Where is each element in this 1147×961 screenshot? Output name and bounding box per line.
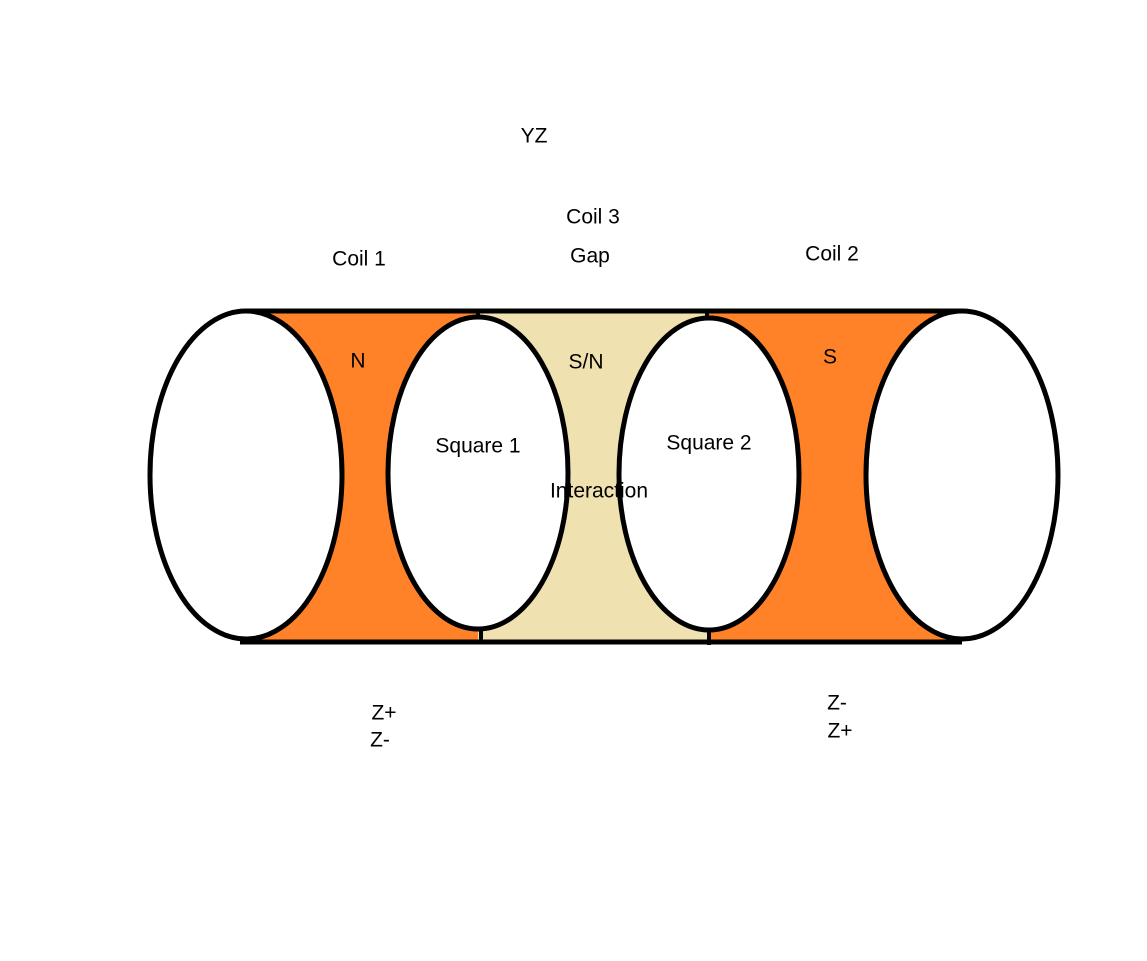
square-2-label: Square 2	[666, 431, 752, 455]
right-z-bottom-label: Z+	[827, 719, 853, 743]
interaction-label: Interaction	[549, 479, 649, 503]
coil-2-label: Coil 2	[805, 242, 859, 266]
square-1-label: Square 1	[435, 434, 521, 458]
south-pole-label: S	[822, 345, 838, 369]
left-end-face	[147, 308, 345, 642]
left-z-bottom-label: Z-	[370, 728, 390, 752]
south-north-label: S/N	[568, 350, 604, 374]
right-end-face	[863, 308, 1061, 642]
plane-label: YZ	[520, 124, 548, 148]
coil-1-label: Coil 1	[332, 247, 386, 271]
left-z-top-label: Z+	[371, 701, 397, 725]
square-1-face	[385, 314, 571, 632]
coil-3-label: Coil 3	[566, 205, 620, 229]
right-z-top-label: Z-	[827, 691, 847, 715]
gap-label: Gap	[570, 244, 610, 268]
north-pole-label: N	[350, 349, 366, 373]
square-2-face	[616, 315, 802, 633]
